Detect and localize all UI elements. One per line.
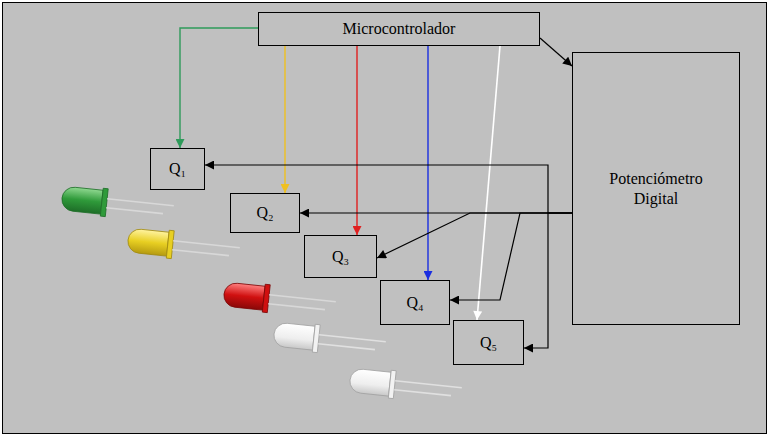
- yellow-led: [127, 226, 241, 266]
- node-label: Microcontrolador: [343, 19, 456, 38]
- green-led: [61, 184, 175, 224]
- signal-connector: [540, 38, 572, 66]
- white-led: [273, 320, 387, 360]
- signal-connector: [524, 213, 572, 348]
- signal-connector: [450, 213, 572, 300]
- signal-connector: [356, 46, 357, 235]
- signal-connector: [180, 28, 258, 148]
- signal-connector: [477, 46, 500, 320]
- transistor-box: Q₂: [230, 193, 300, 233]
- node-label: Potenciómetro Digital: [596, 169, 716, 207]
- red-led: [223, 280, 337, 320]
- node-label: Q₃: [332, 247, 349, 266]
- node-label: Q₄: [406, 293, 423, 312]
- transistor-box: Q₄: [380, 280, 450, 325]
- node-label: Q₅: [480, 333, 497, 352]
- transistor-box: Q₃: [304, 235, 377, 278]
- controller-box: Microcontrolador: [258, 12, 540, 46]
- transistor-box: Q₅: [453, 320, 524, 365]
- signal-connector: [427, 46, 428, 280]
- white-led: [349, 366, 463, 406]
- signal-connector: [377, 213, 572, 258]
- potentiometer-box: Potenciómetro Digital: [572, 52, 740, 325]
- node-label: Q₁: [169, 159, 186, 178]
- signal-connector: [284, 46, 285, 193]
- node-label: Q₂: [256, 203, 273, 222]
- transistor-box: Q₁: [150, 148, 205, 190]
